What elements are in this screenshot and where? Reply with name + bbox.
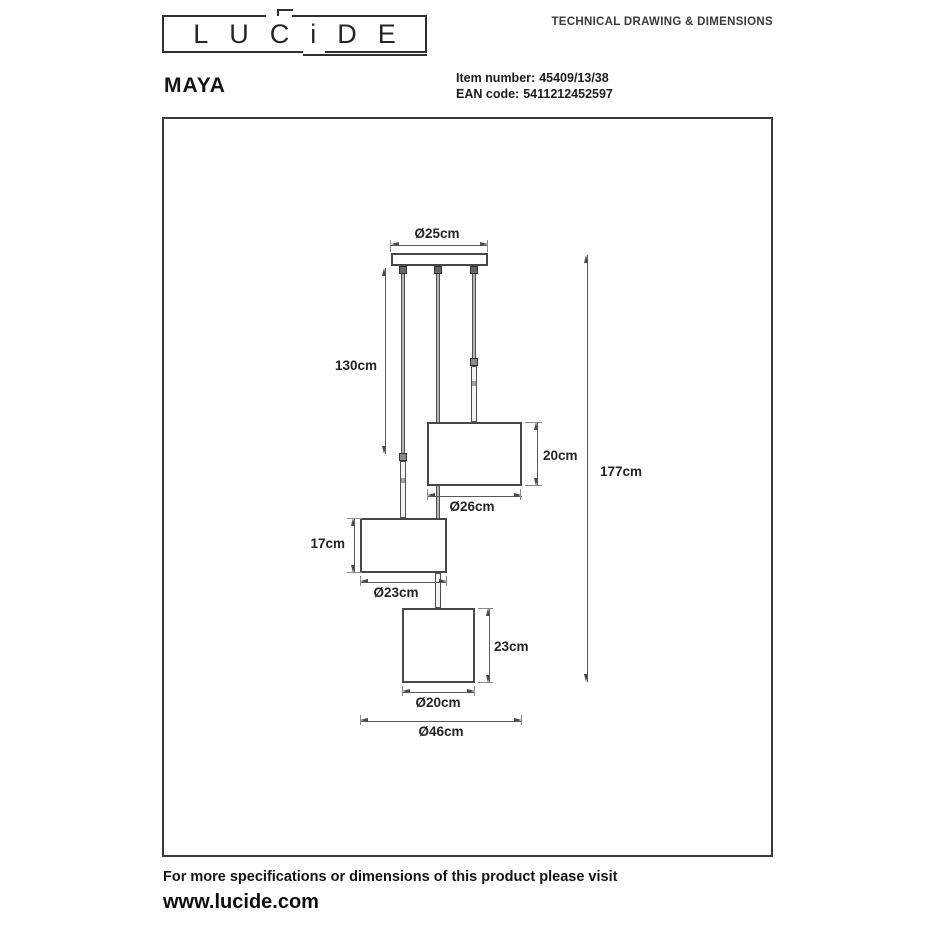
extension-line (521, 715, 522, 725)
extension-line (360, 715, 361, 725)
dim-line (360, 582, 447, 583)
dim-label: 17cm (310, 536, 345, 551)
dim-label: 23cm (494, 639, 529, 654)
item-number-row: Item number:45409/13/38 (456, 71, 613, 87)
logo-border-gap-bottom (303, 49, 325, 55)
dim-line (360, 721, 522, 722)
dim-label: 20cm (543, 448, 578, 463)
arrowhead-left (360, 579, 368, 583)
dim-line (391, 245, 488, 246)
arrowhead-up (382, 268, 386, 276)
arrowhead-down (351, 565, 355, 573)
arrowhead-up (534, 422, 538, 430)
cord-middle (436, 273, 440, 518)
item-number-label: Item number: (456, 71, 536, 85)
canopy-connector-left (399, 266, 407, 274)
extension-line (360, 576, 361, 586)
logo-notch (277, 9, 293, 16)
cord-right-rod-joint (472, 381, 476, 386)
extension-line (427, 489, 428, 500)
dim-line (427, 496, 522, 497)
ean-label: EAN code: (456, 86, 520, 101)
extension-line (446, 576, 447, 586)
dim-label: Ø25cm (414, 226, 460, 241)
drawing-frame (162, 117, 773, 857)
cord-middle-rod (435, 573, 441, 608)
product-name: MAYA (164, 74, 226, 97)
dim-label: Ø23cm (373, 585, 419, 600)
extension-line (525, 485, 542, 486)
cord-left-rod-joint (401, 478, 405, 483)
cord-right (472, 273, 476, 359)
arrowhead-right (467, 689, 475, 693)
arrowhead-right (439, 579, 447, 583)
dim-line (385, 268, 386, 454)
dim-line (354, 518, 355, 573)
extension-line (347, 572, 362, 573)
cord-left-socket (399, 453, 407, 461)
arrowhead-up (584, 255, 588, 263)
arrowhead-right (480, 242, 488, 246)
logo-border-gap-top (266, 13, 292, 18)
product-info: Item number:45409/13/38 EAN code:5411212… (456, 71, 613, 102)
arrowhead-down (382, 446, 386, 454)
logo-border-step (303, 54, 427, 56)
extension-line (487, 240, 488, 252)
shade-top (427, 422, 522, 486)
arrowhead-up (486, 608, 490, 616)
footer-note: For more specifications or dimensions of… (163, 869, 618, 885)
dim-label: 130cm (334, 358, 377, 373)
canopy-connector-right (470, 266, 478, 274)
dim-line (402, 692, 475, 693)
dim-line (587, 255, 588, 682)
arrowhead-left (391, 242, 399, 246)
shade-bottom (402, 608, 475, 683)
arrowhead-down (486, 675, 490, 683)
extension-line (402, 686, 403, 696)
extension-line (520, 489, 521, 500)
arrowhead-down (584, 674, 588, 682)
lucide-logo-text: LUCiDE (193, 18, 417, 49)
extension-line (478, 608, 493, 609)
footer-website: www.lucide.com (163, 891, 319, 913)
doc-title: TECHNICAL DRAWING & DIMENSIONS (551, 16, 773, 28)
cord-left (401, 273, 405, 454)
shade-middle (360, 518, 447, 573)
item-number-value: 45409/13/38 (539, 71, 609, 85)
arrowhead-down (534, 478, 538, 486)
arrowhead-left (402, 689, 410, 693)
ean-value: 5411212452597 (523, 86, 613, 101)
extension-line (478, 682, 493, 683)
ceiling-canopy (391, 253, 488, 266)
dim-line (537, 422, 538, 486)
arrowhead-right (514, 493, 522, 497)
extension-line (474, 686, 475, 696)
dim-label: Ø46cm (418, 724, 464, 739)
cord-right-socket (470, 358, 478, 366)
extension-line (347, 518, 362, 519)
arrowhead-right (514, 718, 522, 722)
dim-label: 177cm (600, 464, 643, 479)
dim-label: Ø20cm (415, 695, 461, 710)
extension-line (525, 422, 542, 423)
lucide-logo: LUCiDE (162, 15, 427, 53)
cord-right-rod (471, 366, 477, 422)
canopy-connector-middle (434, 266, 442, 274)
arrowhead-left (427, 493, 435, 497)
dim-line (489, 608, 490, 683)
ean-row: EAN code:5411212452597 (456, 87, 613, 103)
arrowhead-up (351, 518, 355, 526)
cord-left-rod (400, 461, 406, 518)
dim-label: Ø26cm (449, 499, 495, 514)
arrowhead-left (360, 718, 368, 722)
extension-line (390, 240, 391, 252)
